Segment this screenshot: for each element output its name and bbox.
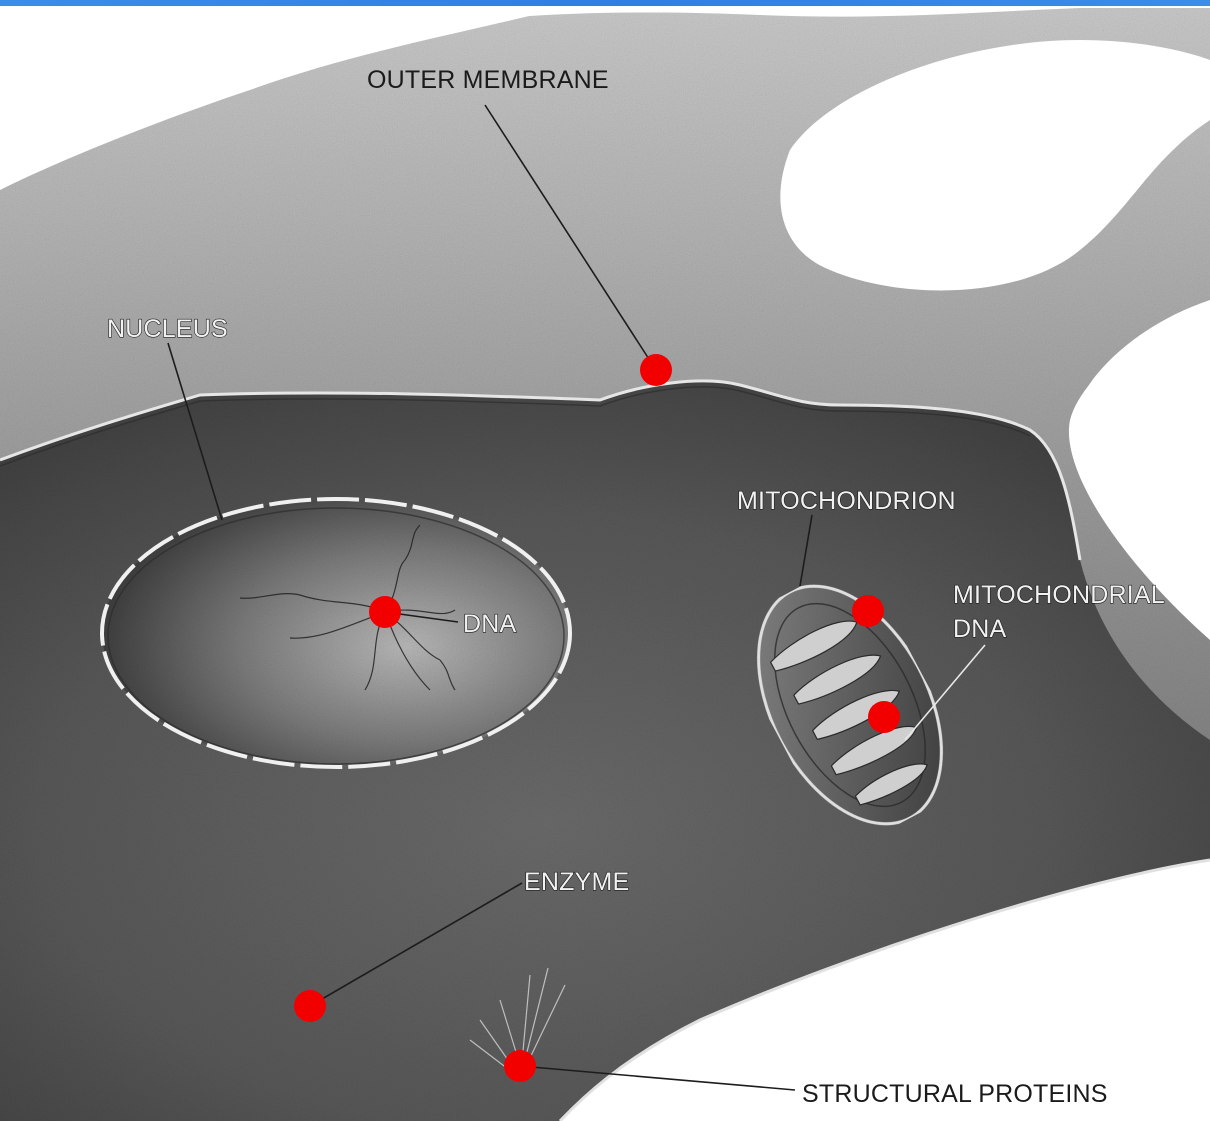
mitochondrial-dna-marker[interactable] — [868, 701, 900, 733]
enzyme-label: ENZYME — [524, 868, 629, 896]
nucleus-label: NUCLEUS — [107, 315, 228, 343]
accent-bar — [0, 0, 1210, 6]
structural-proteins-marker[interactable] — [504, 1050, 536, 1082]
mitochondrial-dna-label-line1: MITOCHONDRIAL — [953, 581, 1165, 609]
outer-membrane-marker[interactable] — [640, 354, 672, 386]
dna-label: DNA — [463, 610, 517, 638]
mitochondrion-label: MITOCHONDRION — [737, 487, 956, 515]
enzyme-marker[interactable] — [294, 990, 326, 1022]
outer-membrane-label: OUTER MEMBRANE — [367, 66, 609, 94]
mitochondrion-marker[interactable] — [852, 595, 884, 627]
mitochondrial-dna-label-line2: DNA — [953, 615, 1007, 643]
dna-marker[interactable] — [369, 596, 401, 628]
structural-proteins-label: STRUCTURAL PROTEINS — [802, 1080, 1108, 1108]
